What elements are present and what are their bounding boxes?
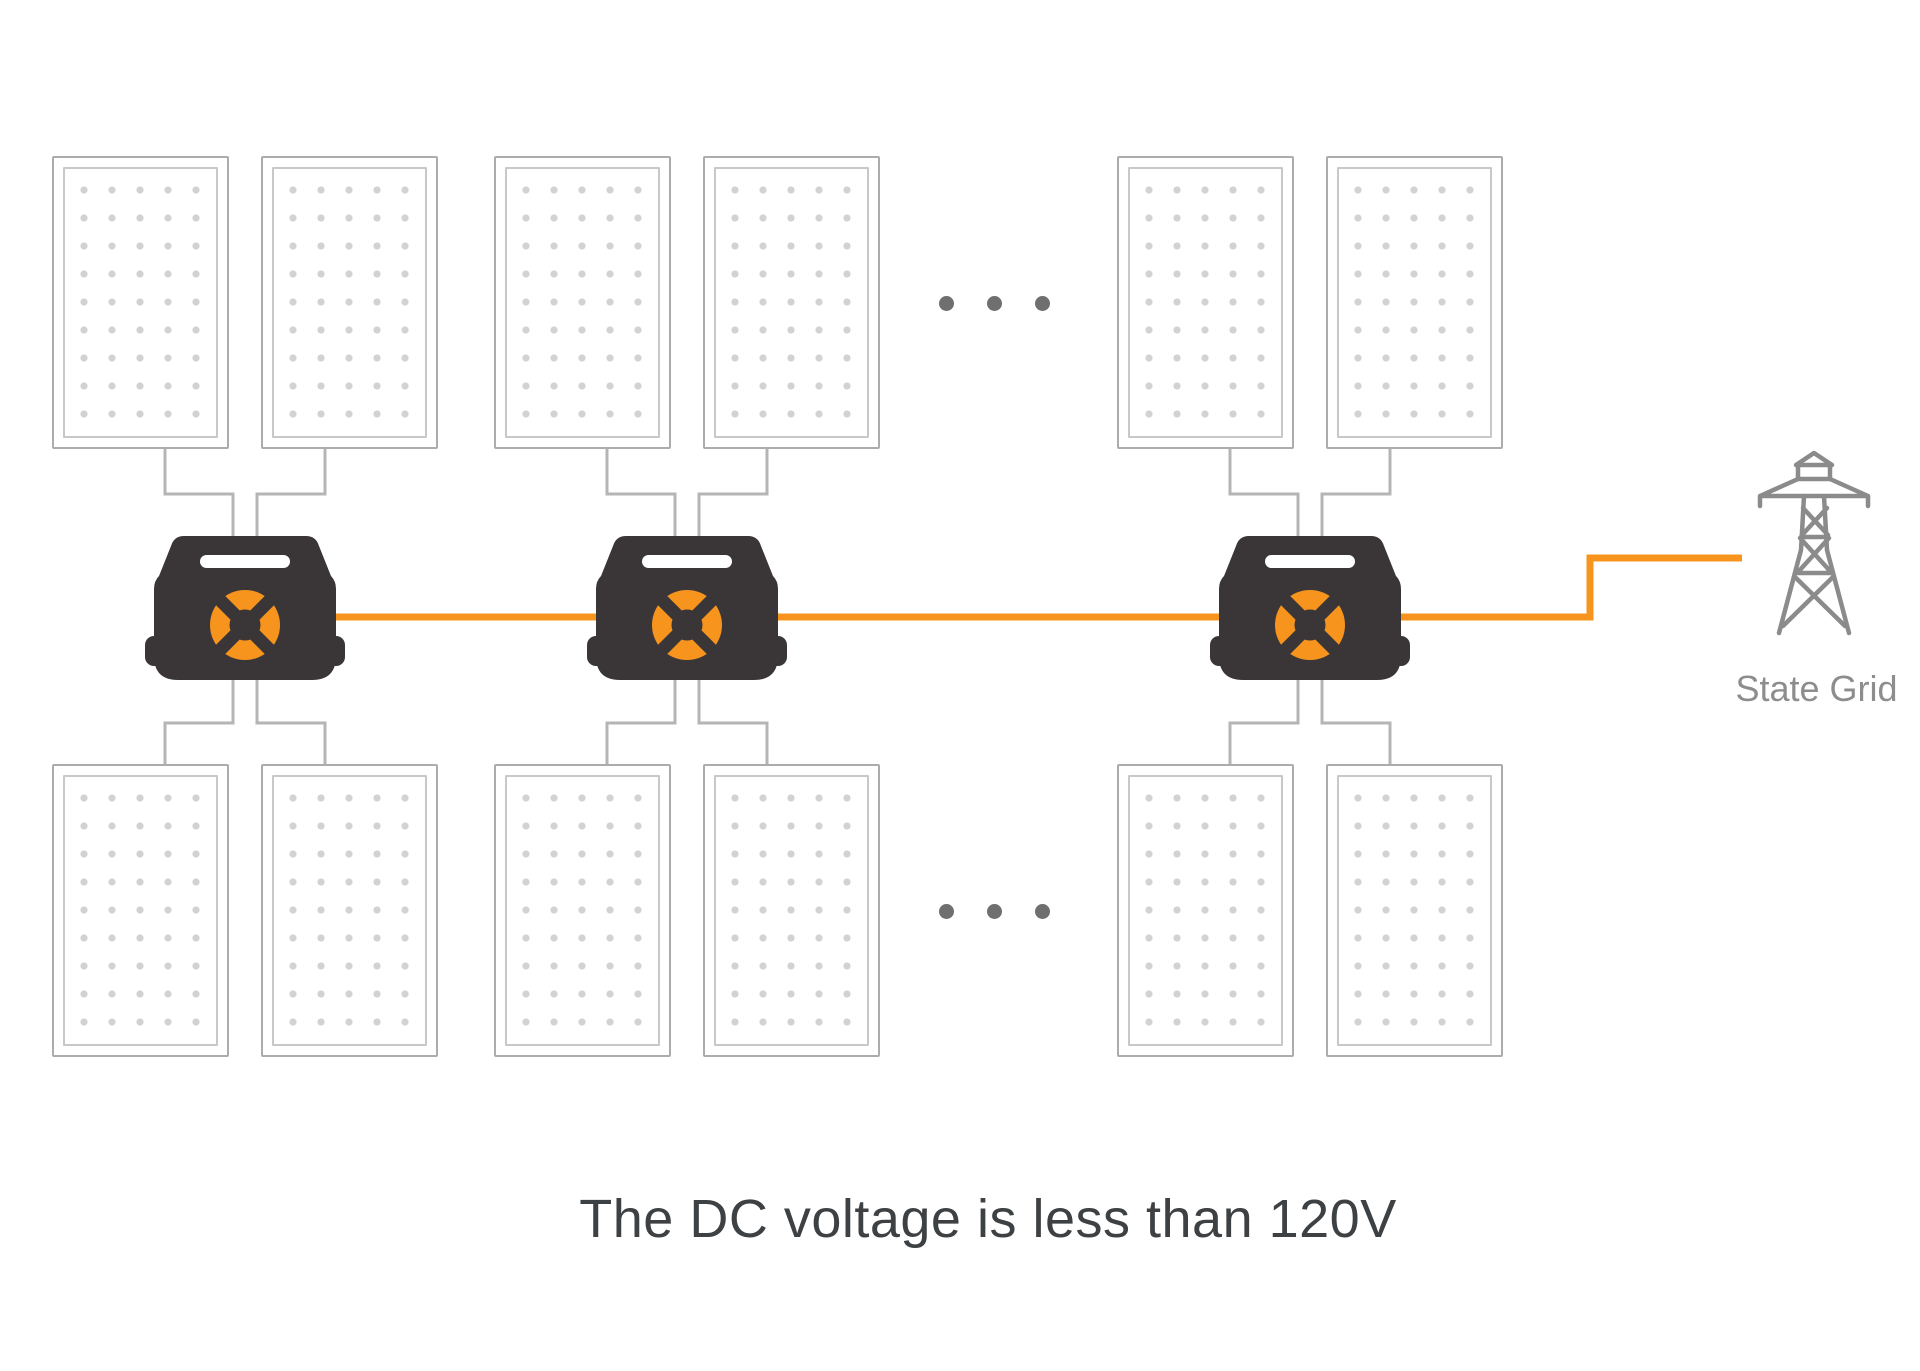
solar-panel-icon <box>703 156 880 449</box>
microinverter-icon <box>587 536 787 680</box>
solar-panel-frame <box>1128 167 1283 438</box>
solar-panel-frame <box>272 167 427 438</box>
tower-crossarm <box>1757 476 1871 509</box>
solar-panel-cells <box>1135 176 1275 428</box>
solar-panel-cells <box>1344 176 1484 428</box>
solar-panel-cells <box>279 784 419 1036</box>
tower-lattice <box>1780 505 1848 629</box>
solar-panel-cells <box>512 784 652 1036</box>
dc-connector-line <box>255 449 327 545</box>
logo-center <box>1294 609 1326 641</box>
solar-panel-icon <box>1117 156 1294 449</box>
tower-cap <box>1795 462 1833 482</box>
solar-panel-icon <box>1326 156 1503 449</box>
dc-connector-line <box>697 672 769 766</box>
solar-panel-frame <box>272 775 427 1046</box>
solar-panel-icon <box>261 764 438 1057</box>
solar-panel-frame <box>714 167 869 438</box>
solar-panel-icon <box>494 156 671 449</box>
caption-text: The DC voltage is less than 120V <box>579 1189 1397 1249</box>
ellipsis-dot-icon <box>939 904 954 919</box>
dc-connector-line <box>1228 672 1300 766</box>
solar-panel-icon <box>52 156 229 449</box>
solar-panel-icon <box>261 156 438 449</box>
ac-bus-wire <box>245 554 1742 621</box>
dc-connector-line <box>1320 672 1392 766</box>
dc-connector-line <box>163 672 235 766</box>
solar-panel-frame <box>714 775 869 1046</box>
dc-connector-line <box>255 672 327 766</box>
solar-panel-icon <box>1326 764 1503 1057</box>
tower-rails <box>1776 493 1852 636</box>
solar-panel-cells <box>70 176 210 428</box>
ellipsis-dot-icon <box>987 904 1002 919</box>
solar-panel-frame <box>63 167 218 438</box>
solar-panel-frame <box>1337 775 1492 1046</box>
apsystems-logo-icon <box>209 589 281 661</box>
solar-panel-icon <box>494 764 671 1057</box>
solar-panel-cells <box>1135 784 1275 1036</box>
solar-panel-icon <box>703 764 880 1057</box>
solar-panel-frame <box>63 775 218 1046</box>
logo-center <box>229 609 261 641</box>
dc-connector-line <box>605 449 677 545</box>
ellipsis-dot-icon <box>1035 296 1050 311</box>
apsystems-logo-icon <box>651 589 723 661</box>
dc-connector-line <box>1228 449 1300 545</box>
solar-panel-cells <box>721 176 861 428</box>
solar-panel-cells <box>70 784 210 1036</box>
microinverter-icon <box>145 536 345 680</box>
solar-panel-icon <box>52 764 229 1057</box>
logo-center <box>671 609 703 641</box>
inverter-slot <box>642 555 732 568</box>
state-grid-label: State Grid <box>1735 668 1898 709</box>
ellipsis-dot-icon <box>1035 904 1050 919</box>
ellipsis-dot-icon <box>939 296 954 311</box>
transmission-tower-icon <box>1757 450 1871 636</box>
solar-panel-frame <box>505 775 660 1046</box>
inverter-slot <box>1265 555 1355 568</box>
solar-panel-frame <box>1337 167 1492 438</box>
solar-panel-cells <box>721 784 861 1036</box>
dc-connector-line <box>605 672 677 766</box>
solar-panel-icon <box>1117 764 1294 1057</box>
apsystems-logo-icon <box>1274 589 1346 661</box>
solar-panel-cells <box>279 176 419 428</box>
solar-panel-frame <box>1128 775 1283 1046</box>
dc-connector-line <box>163 449 235 545</box>
solar-panel-frame <box>505 167 660 438</box>
dc-connector-line <box>1320 449 1392 545</box>
tower-spike <box>1793 450 1835 468</box>
dc-connector-line <box>697 449 769 545</box>
solar-panel-cells <box>1344 784 1484 1036</box>
ellipsis-dot-icon <box>987 296 1002 311</box>
inverter-slot <box>200 555 290 568</box>
solar-panel-cells <box>512 176 652 428</box>
microinverter-icon <box>1210 536 1410 680</box>
